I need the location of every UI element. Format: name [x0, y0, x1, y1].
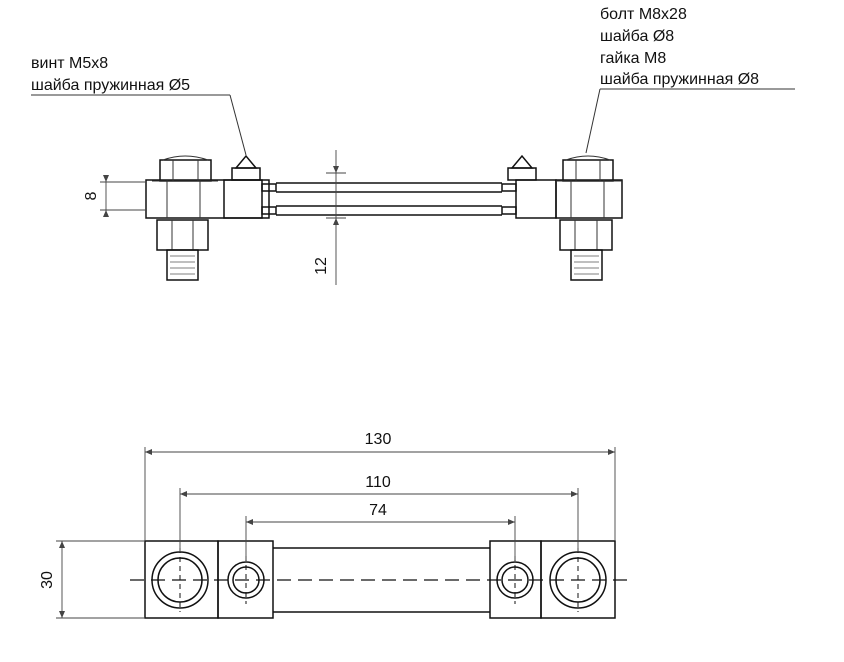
dimension-side-height — [100, 175, 146, 217]
dimension-hole-spacing-large — [179, 488, 579, 552]
callout-left-leader — [31, 94, 247, 156]
dimension-side-gap-label: 12 — [313, 257, 330, 275]
dimension-side-height-label: 8 — [83, 191, 100, 200]
dimension-side-gap — [326, 150, 346, 285]
plan-view: 130 110 74 — [39, 431, 628, 619]
callout-left-line-1: винт M5x8 — [31, 55, 109, 72]
left-terminal — [145, 154, 277, 281]
side-view: 8 12 — [31, 88, 795, 285]
shunt-plates — [276, 182, 502, 216]
callout-right-line-3: гайка M8 — [600, 50, 667, 67]
dimension-overall-length — [144, 447, 616, 541]
dimension-overall-length-label: 130 — [365, 431, 392, 448]
right-terminal — [501, 154, 623, 281]
callout-right-line-4: шайба пружинная Ø8 — [600, 71, 760, 88]
dimension-plan-width — [56, 540, 145, 619]
dimension-hole-spacing-large-label: 110 — [365, 474, 391, 491]
dimension-hole-spacing-small-label: 74 — [369, 502, 387, 519]
dimension-hole-spacing-small — [245, 516, 516, 560]
callout-right-line-2: шайба Ø8 — [600, 28, 675, 45]
dimension-plan-width-label: 30 — [39, 571, 56, 589]
hole-right-small — [496, 556, 534, 604]
callout-right-line-1: болт M8x28 — [600, 6, 687, 23]
callout-right-leader — [585, 88, 795, 154]
callout-left-line-2: шайба пружинная Ø5 — [31, 77, 191, 94]
hole-left-small — [227, 556, 265, 604]
